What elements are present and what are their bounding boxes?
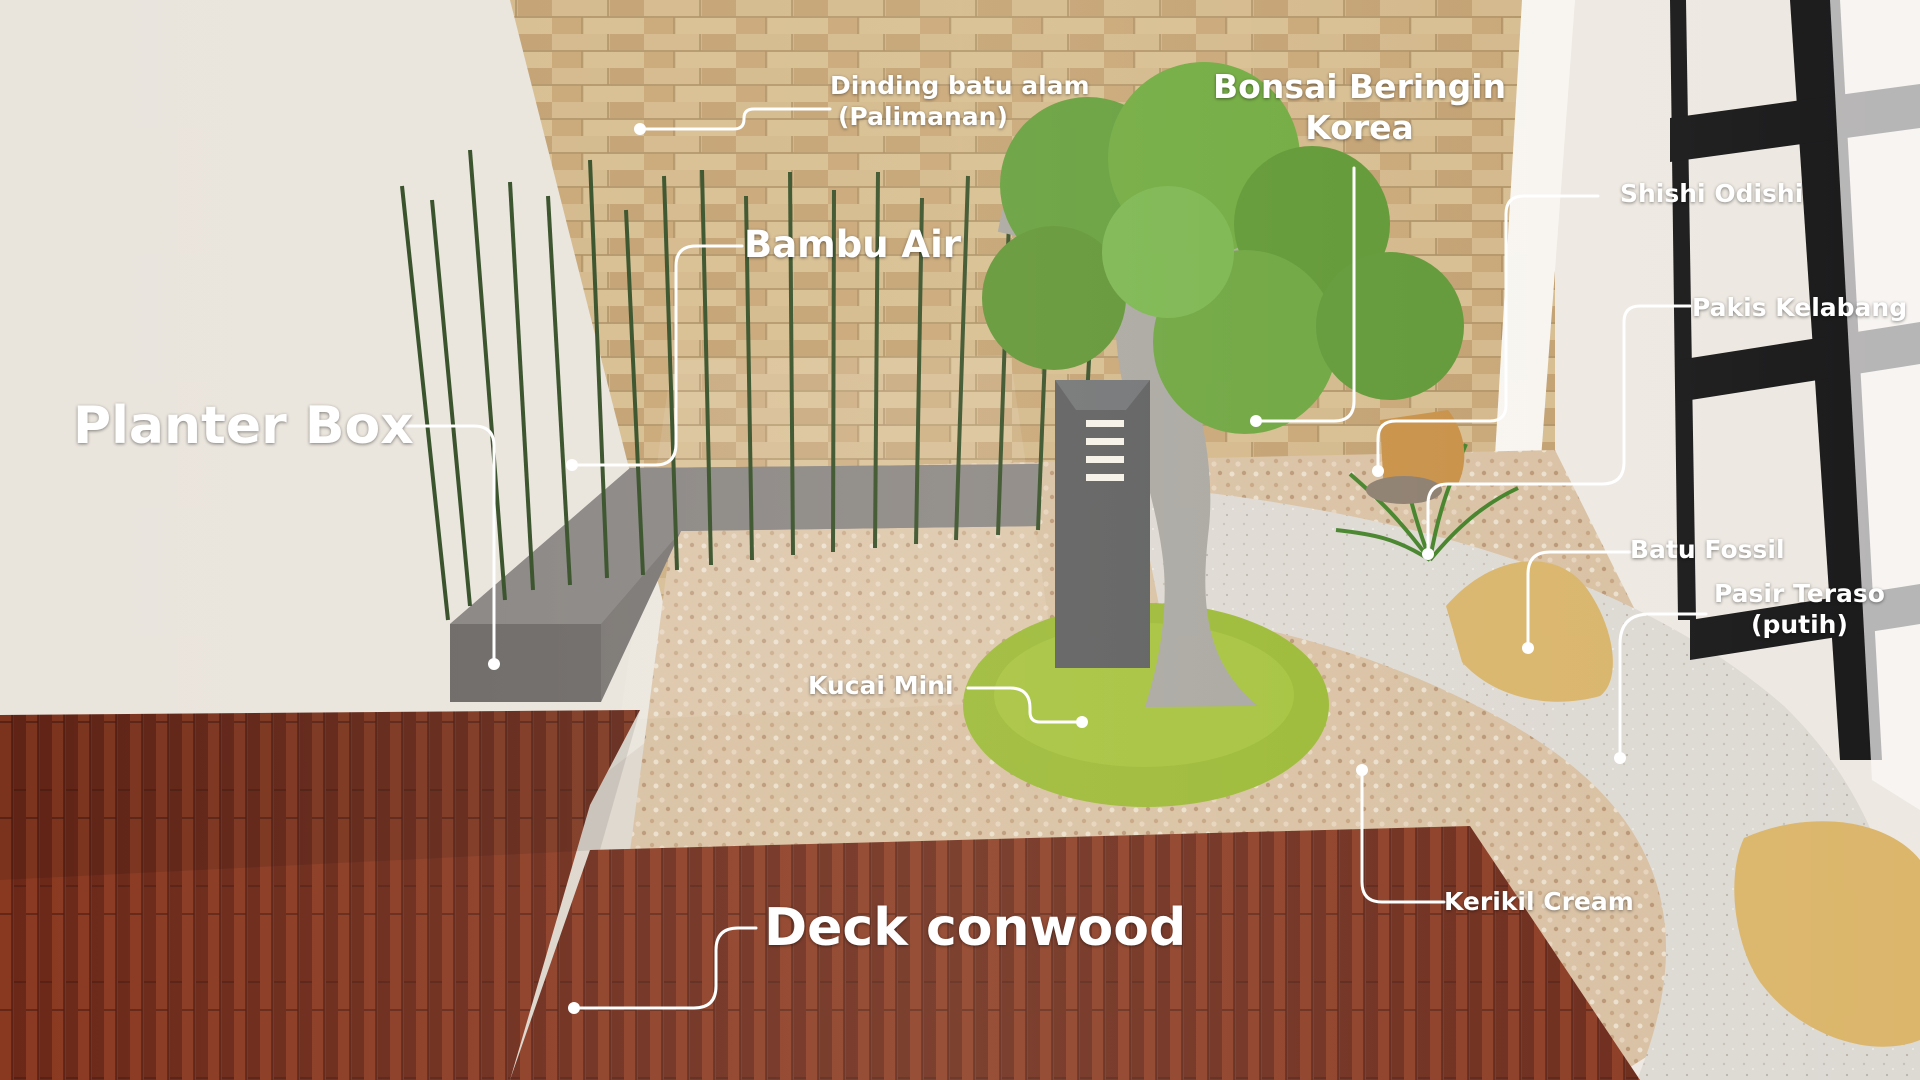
leader-dot: [1422, 548, 1434, 560]
leader-dot: [1076, 716, 1088, 728]
label-kucai-mini: Kucai Mini: [808, 671, 954, 700]
label-pasir-teraso: Pasir Teraso (putih): [1714, 578, 1885, 641]
label-pasir-teraso-line1: Pasir Teraso: [1714, 579, 1885, 608]
leader-dot: [634, 123, 646, 135]
label-shishi-odishi: Shishi Odishi: [1620, 179, 1804, 208]
leader-dot: [1250, 415, 1262, 427]
label-pasir-teraso-line2: (putih): [1751, 610, 1848, 640]
label-dinding-batu-alam-line2: (Palimanan): [838, 102, 1008, 132]
leader-dot: [1372, 465, 1384, 477]
label-dinding-batu-alam: Dinding batu alam (Palimanan): [830, 70, 1090, 133]
leader-line: [570, 244, 744, 467]
leader-dot: [1614, 752, 1626, 764]
leader-line: [638, 107, 832, 131]
leader-line: [1254, 166, 1356, 423]
leader-line: [966, 686, 1084, 724]
label-batu-fossil: Batu Fossil: [1630, 535, 1785, 564]
label-bonsai-beringin-korea-line1: Bonsai Beringin: [1213, 67, 1507, 106]
leader-dot: [1356, 764, 1368, 776]
label-bambu-air: Bambu Air: [744, 223, 961, 266]
label-planter-box: Planter Box: [73, 396, 414, 456]
label-pakis-kelabang: Pakis Kelabang: [1692, 293, 1908, 322]
label-deck-conwood: Deck conwood: [764, 898, 1187, 958]
label-kerikil-cream: Kerikil Cream: [1444, 887, 1634, 916]
label-bonsai-beringin-korea: Bonsai Beringin Korea: [1213, 66, 1506, 149]
leader-line: [1360, 768, 1446, 904]
label-dinding-batu-alam-line1: Dinding batu alam: [830, 71, 1090, 100]
leader-dot: [566, 459, 578, 471]
leader-line: [404, 424, 496, 666]
leader-dot: [568, 1002, 580, 1014]
leader-line: [572, 926, 758, 1010]
label-bonsai-beringin-korea-line2: Korea: [1305, 108, 1414, 148]
leader-line: [1376, 194, 1600, 473]
leader-dot: [488, 658, 500, 670]
leader-line: [1426, 304, 1692, 556]
leader-dot: [1522, 642, 1534, 654]
leader-line: [1618, 612, 1708, 760]
leader-line: [1526, 550, 1632, 650]
